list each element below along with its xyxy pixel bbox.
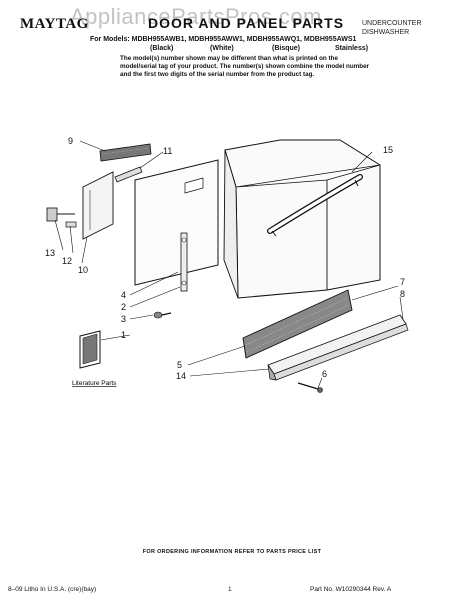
part-5-toe-kick bbox=[242, 289, 353, 359]
callout-10: 10 bbox=[78, 265, 88, 275]
outer-door bbox=[223, 139, 381, 299]
inner-door-panel bbox=[134, 159, 219, 286]
part-8-trim bbox=[267, 314, 409, 381]
color-stainless: Stainless) bbox=[335, 45, 369, 52]
callout-11: 11 bbox=[163, 146, 172, 156]
ordering-note: FOR ORDERING INFORMATION REFER TO PARTS … bbox=[142, 549, 322, 555]
color-black: (Black) bbox=[150, 45, 174, 52]
callout-9: 9 bbox=[68, 136, 73, 146]
callout-1: 1 bbox=[121, 330, 126, 340]
leader-lines bbox=[54, 140, 404, 389]
callout-2: 2 bbox=[121, 302, 126, 312]
color-bisque: (Bisque) bbox=[272, 45, 300, 52]
part-2-bracket bbox=[180, 232, 188, 292]
part-12-screw bbox=[65, 221, 77, 228]
part-6-screw bbox=[297, 382, 323, 393]
callout-7: 7 bbox=[400, 277, 405, 287]
product-type-line1: UNDERCOUNTER bbox=[362, 20, 422, 27]
litho-note: 8–09 Litho In U.S.A. (cre)(bay) bbox=[8, 586, 97, 593]
part-11-bracket bbox=[114, 166, 143, 183]
watermark: AppliancePartsPros.com bbox=[70, 4, 322, 29]
callout-3: 3 bbox=[121, 314, 126, 324]
callout-13: 13 bbox=[45, 248, 55, 258]
part-3-screw bbox=[153, 311, 172, 319]
model-note: The model(s) number shown may be differe… bbox=[120, 55, 370, 78]
brand-logo: MAYTAG bbox=[20, 16, 89, 32]
callout-12: 12 bbox=[62, 256, 72, 266]
part-15-handle bbox=[267, 174, 363, 237]
color-white: (White) bbox=[210, 45, 234, 52]
callout-4: 4 bbox=[121, 290, 126, 300]
part-number: Part No. W10290344 Rev. A bbox=[310, 586, 392, 593]
part-10-side-panel bbox=[82, 171, 114, 240]
part-13-hinge bbox=[46, 207, 75, 222]
callout-8: 8 bbox=[400, 289, 405, 299]
callout-15: 15 bbox=[383, 145, 393, 155]
models-line: For Models: MDBH955AWB1, MDBH955AWW1, MD… bbox=[90, 36, 357, 43]
page-number: 1 bbox=[228, 586, 232, 593]
callout-5: 5 bbox=[177, 360, 182, 370]
literature-label: Literature Parts bbox=[72, 380, 117, 387]
callout-6: 6 bbox=[322, 369, 327, 379]
product-type: UNDERCOUNTER DISHWASHER bbox=[362, 19, 422, 37]
product-type-line2: DISHWASHER bbox=[362, 29, 410, 36]
callout-14: 14 bbox=[176, 371, 186, 381]
part-9-strip bbox=[99, 143, 152, 162]
page-title: DOOR AND PANEL PARTS bbox=[148, 15, 345, 31]
part-1-literature bbox=[79, 330, 101, 369]
